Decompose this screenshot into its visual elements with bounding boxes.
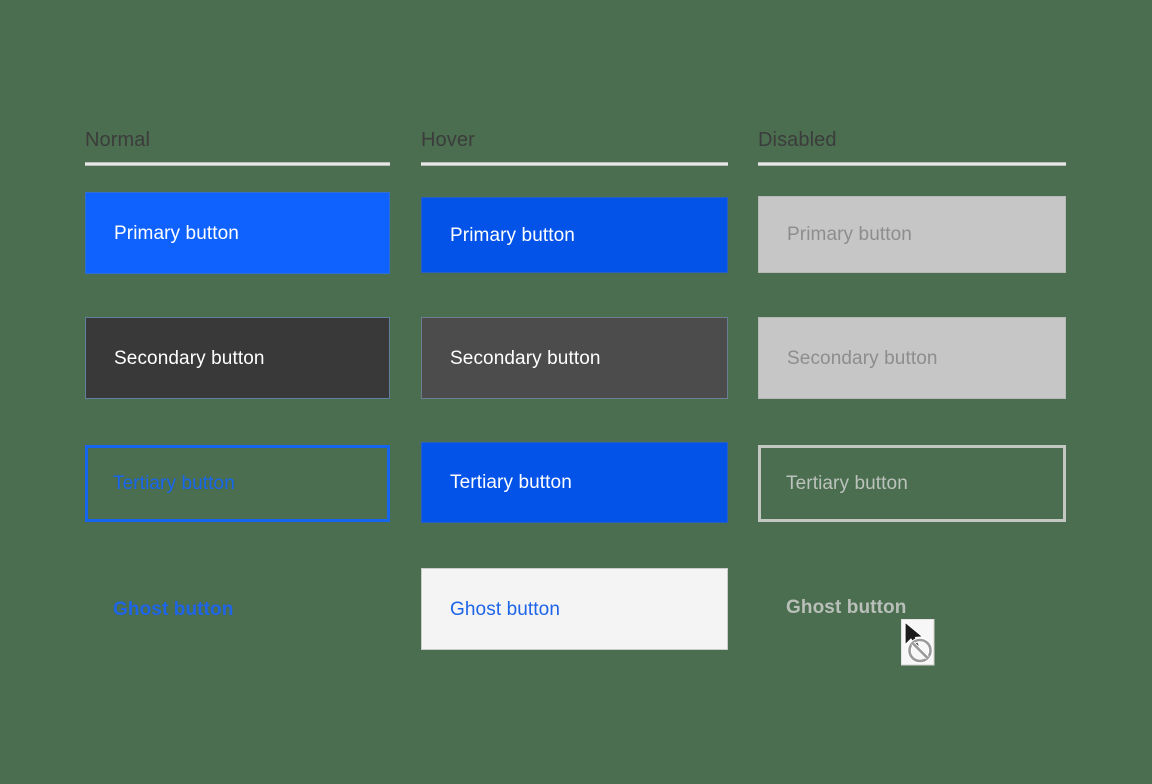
ghost-button-hover[interactable]: Ghost button: [421, 568, 728, 650]
secondary-button-disabled: Secondary button: [758, 317, 1066, 399]
column-header-normal: Normal: [85, 128, 390, 166]
secondary-button-normal[interactable]: Secondary button: [85, 317, 390, 399]
column-divider-disabled: [758, 162, 1066, 166]
column-title-normal: Normal: [85, 129, 151, 151]
ghost-button-normal[interactable]: Ghost button: [113, 598, 234, 620]
tertiary-button-hover[interactable]: Tertiary button: [421, 442, 728, 523]
primary-button-disabled: Primary button: [758, 196, 1066, 273]
column-header-hover: Hover: [421, 128, 728, 166]
primary-button-hover[interactable]: Primary button: [421, 197, 728, 273]
tertiary-button-normal[interactable]: Tertiary button: [85, 445, 390, 522]
column-divider-hover: [421, 162, 728, 166]
secondary-button-hover[interactable]: Secondary button: [421, 317, 728, 399]
column-title-hover: Hover: [421, 129, 475, 151]
ghost-button-disabled: Ghost button: [786, 596, 907, 618]
column-title-disabled: Disabled: [758, 129, 837, 151]
primary-button-normal[interactable]: Primary button: [85, 192, 390, 274]
column-divider-normal: [85, 162, 390, 166]
tertiary-button-disabled: Tertiary button: [758, 445, 1066, 522]
column-header-disabled: Disabled: [758, 128, 1066, 166]
